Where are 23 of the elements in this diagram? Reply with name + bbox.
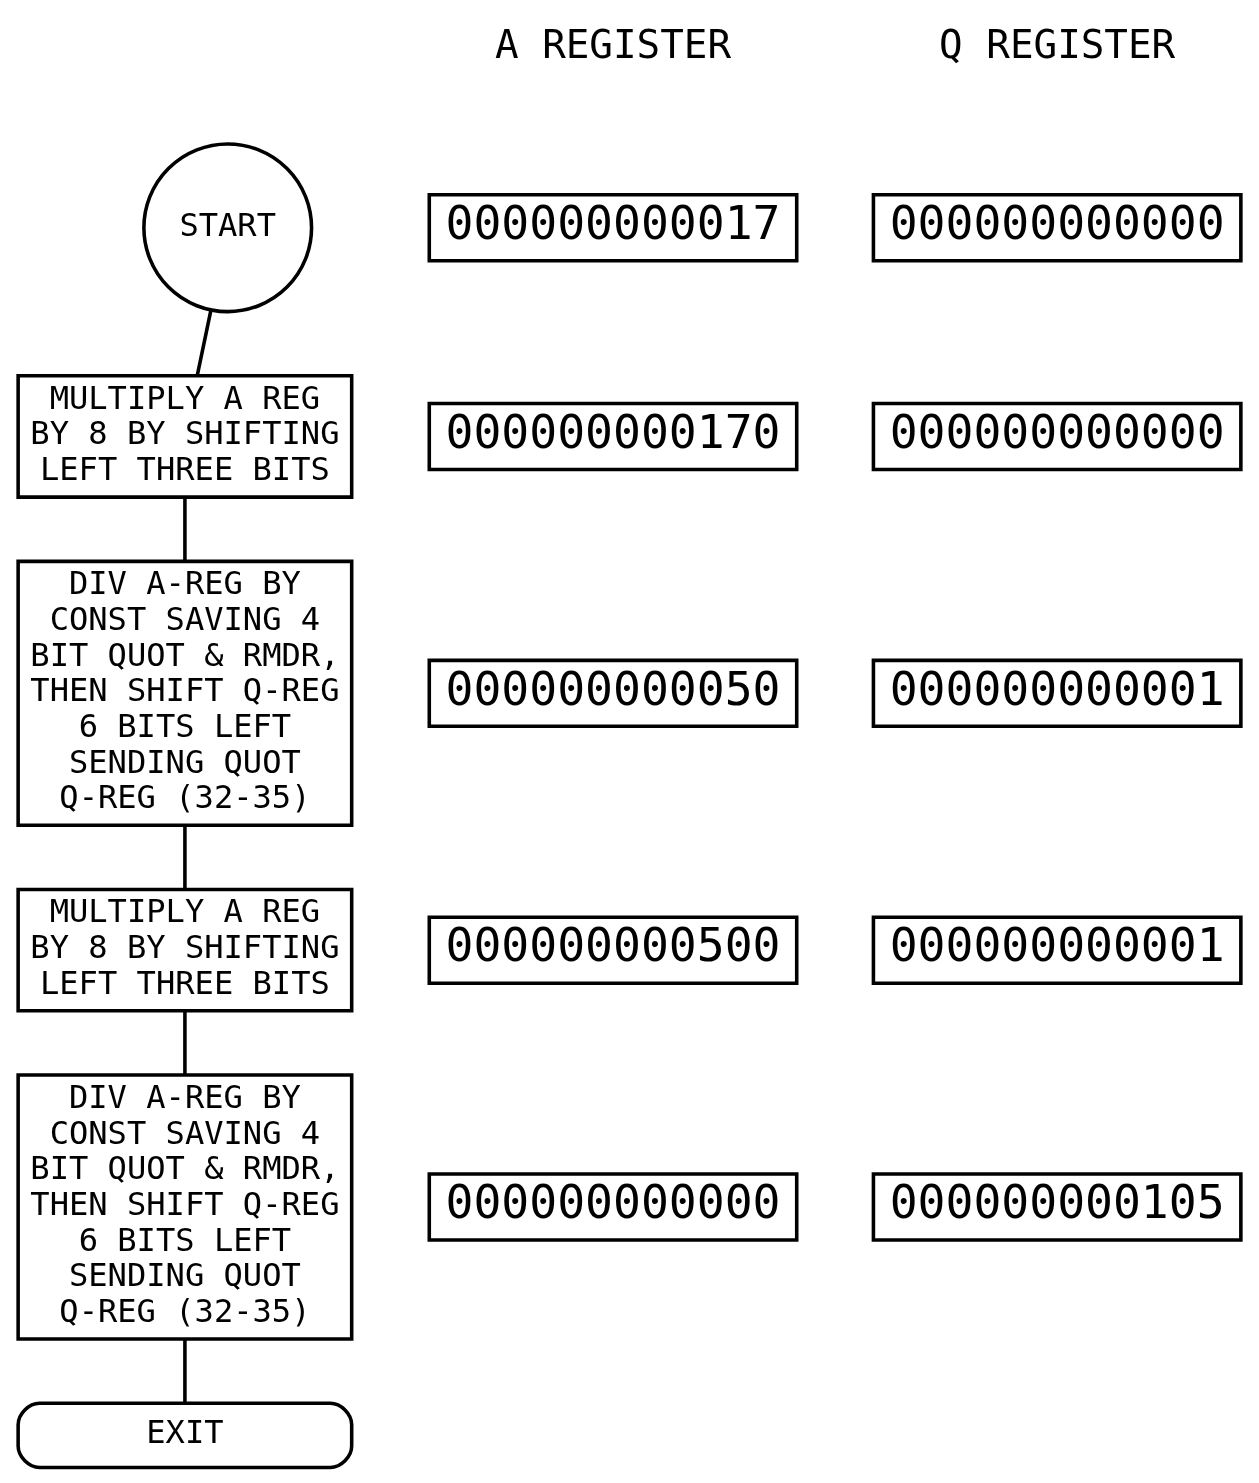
connector — [183, 497, 187, 562]
node-box: MULTIPLY A REG BY 8 BY SHIFTING LEFT THREE BITS — [16, 887, 354, 1013]
node-circle: START — [142, 142, 314, 314]
label: A REGISTER — [494, 21, 732, 67]
node-box: DIV A-REG BY CONST SAVING 4 BIT QUOT & RMDR, THEN SHIFT Q-REG 6 BITS LEFT SENDING QUOT Q-REG (32-35) — [16, 1073, 354, 1341]
node-box: 000000000000 — [871, 401, 1243, 472]
node-box: MULTIPLY A REG BY 8 BY SHIFTING LEFT THREE BITS — [16, 374, 354, 499]
node-box: DIV A-REG BY CONST SAVING 4 BIT QUOT & RMDR, THEN SHIFT Q-REG 6 BITS LEFT SENDING QUOT Q-REG (32-35) — [16, 559, 354, 828]
label: Q REGISTER — [939, 21, 1176, 67]
connector — [195, 309, 213, 376]
connector — [183, 1339, 187, 1403]
node-box: 000000000000 — [427, 1172, 799, 1242]
node-box: 000000000001 — [871, 915, 1243, 985]
node-box: 000000000017 — [427, 193, 799, 263]
node-box: 000000000170 — [427, 401, 799, 472]
node-box: 000000000105 — [871, 1172, 1243, 1242]
node-box: EXIT — [16, 1401, 354, 1470]
connector — [183, 825, 187, 890]
node-box: 000000000000 — [871, 193, 1243, 263]
connector — [183, 1011, 187, 1075]
node-box: 000000000001 — [871, 658, 1243, 729]
node-box: 000000000500 — [427, 915, 799, 985]
node-box: 000000000050 — [427, 658, 799, 729]
